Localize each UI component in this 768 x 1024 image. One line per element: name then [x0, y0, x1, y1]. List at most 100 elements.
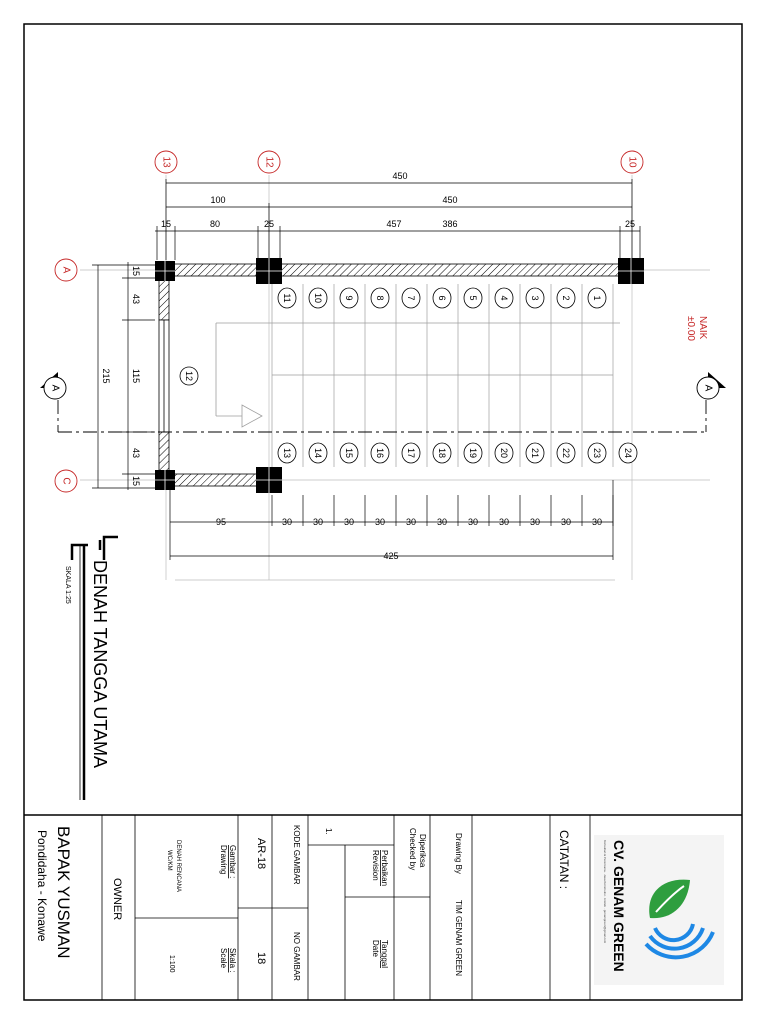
no-label: NO GAMBAR — [292, 932, 301, 981]
wall-left-top — [158, 277, 170, 321]
step-number-7: 7 — [401, 287, 421, 309]
skala-label: Skala : — [228, 948, 237, 972]
svg-text:10: 10 — [313, 293, 323, 303]
company-logo-icon — [644, 879, 715, 960]
drawing-by-label: Drawing By — [454, 833, 463, 874]
svg-text:10: 10 — [627, 156, 638, 168]
step-number-2: 2 — [556, 287, 576, 309]
svg-text:15: 15 — [344, 448, 354, 458]
svg-text:5: 5 — [468, 295, 478, 300]
svg-text:4: 4 — [499, 295, 509, 300]
grid-bubble-c: C — [54, 469, 78, 493]
svg-text:20: 20 — [499, 448, 509, 458]
dim-100: 100 — [210, 195, 225, 205]
kode-value: AR-18 — [255, 838, 267, 869]
revision-label: Perbaikan — [380, 850, 389, 886]
grid-bubble-a: A — [54, 258, 78, 282]
dim-80-top: 80 — [210, 219, 220, 229]
grid-bubble-12: 12 — [257, 150, 281, 174]
step-number-9: 9 — [339, 287, 359, 309]
svg-text:7: 7 — [406, 295, 416, 300]
window-left — [158, 319, 170, 433]
title-mark — [70, 535, 118, 560]
step-number-3: 3 — [525, 287, 545, 309]
date-label-en: Date — [371, 940, 380, 957]
dim-450-second: 450 — [442, 195, 457, 205]
gambar-value: DENAH RENCANA — [175, 840, 181, 892]
dimensions-left — [92, 262, 155, 490]
tread-dim-6: 30 — [437, 517, 447, 527]
svg-text:C: C — [61, 477, 72, 484]
step-numbers-bottom: 13 14 15 16 17 18 19 20 21 22 23 24 — [277, 442, 638, 464]
owner-name: BAPAK YUSMAN — [54, 826, 73, 959]
svg-text:A: A — [703, 385, 714, 392]
svg-text:22: 22 — [561, 448, 571, 458]
grid-lines — [80, 175, 710, 581]
svg-text:13: 13 — [282, 448, 292, 458]
stair-treads — [216, 284, 620, 467]
catatan-label: CATATAN : — [557, 830, 571, 889]
svg-text:1: 1 — [592, 295, 602, 300]
kode-label: KODE GAMBAR — [292, 825, 301, 885]
step-number-23: 23 — [587, 442, 607, 464]
center-mark-12: 12 — [179, 366, 199, 386]
step-number-19: 19 — [463, 442, 483, 464]
tread-dim-10: 30 — [561, 517, 571, 527]
dim-25-top-left: 25 — [264, 219, 274, 229]
owner-label: OWNER — [111, 878, 123, 920]
dim-43-left-bottom: 43 — [131, 448, 141, 458]
svg-text:9: 9 — [344, 295, 354, 300]
svg-text:19: 19 — [468, 448, 478, 458]
step-number-24: 24 — [618, 442, 638, 464]
svg-text:23: 23 — [592, 448, 602, 458]
tread-dim-8: 30 — [499, 517, 509, 527]
checked-label: Diperiksa — [418, 834, 427, 868]
tread-dim-9: 30 — [530, 517, 540, 527]
tread-dim-2: 30 — [313, 517, 323, 527]
step-number-22: 22 — [556, 442, 576, 464]
tread-dim-1: 30 — [282, 517, 292, 527]
step-number-11: 11 — [277, 287, 297, 309]
tread-dimension-ticks — [271, 495, 614, 526]
section-mark-left: A — [40, 372, 67, 400]
scale-note: SKALA 1:25 — [64, 566, 71, 604]
owner-location: Pondidaha - Konawe — [35, 830, 49, 942]
drawing-by-value: TIM GENAM GREEN — [454, 900, 463, 976]
dim-386: 386 — [442, 219, 457, 229]
dim-43-left-top: 43 — [131, 294, 141, 304]
dim-115: 115 — [131, 369, 141, 383]
dim-457: 457 — [386, 219, 401, 229]
tread-dim-3: 30 — [344, 517, 354, 527]
tread-dim-5: 30 — [406, 517, 416, 527]
step-number-16: 16 — [370, 442, 390, 464]
step-number-10: 10 — [308, 287, 328, 309]
dim-15-left-bottom: 15 — [131, 476, 141, 486]
gambar-label: Gambar : — [228, 845, 237, 878]
dim-215: 215 — [101, 368, 111, 383]
svg-text:12: 12 — [184, 371, 194, 381]
dim-425: 425 — [383, 551, 398, 561]
step-number-8: 8 — [370, 287, 390, 309]
svg-text:12: 12 — [264, 156, 275, 168]
step-number-21: 21 — [525, 442, 545, 464]
grid-bubble-10: 10 — [620, 150, 644, 174]
step-number-5: 5 — [463, 287, 483, 309]
step-number-17: 17 — [401, 442, 421, 464]
svg-text:21: 21 — [530, 448, 540, 458]
svg-text:11: 11 — [282, 293, 292, 302]
wall-top — [169, 263, 621, 277]
svg-text:16: 16 — [375, 448, 385, 458]
step-number-14: 14 — [308, 442, 328, 464]
drawing-title: DENAH TANGGA UTAMA — [90, 560, 110, 768]
skala-value: 1:100 — [168, 955, 175, 973]
svg-text:17: 17 — [406, 448, 416, 458]
step-number-18: 18 — [432, 442, 452, 464]
tread-dim-7: 30 — [468, 517, 478, 527]
step-number-6: 6 — [432, 287, 452, 309]
tread-dim-11: 30 — [592, 517, 602, 527]
svg-text:13: 13 — [161, 156, 172, 168]
column-inner-marks — [155, 258, 644, 493]
revision-label-en: Revision — [371, 850, 380, 881]
svg-text:A: A — [50, 385, 61, 392]
no-value: 18 — [255, 952, 267, 964]
